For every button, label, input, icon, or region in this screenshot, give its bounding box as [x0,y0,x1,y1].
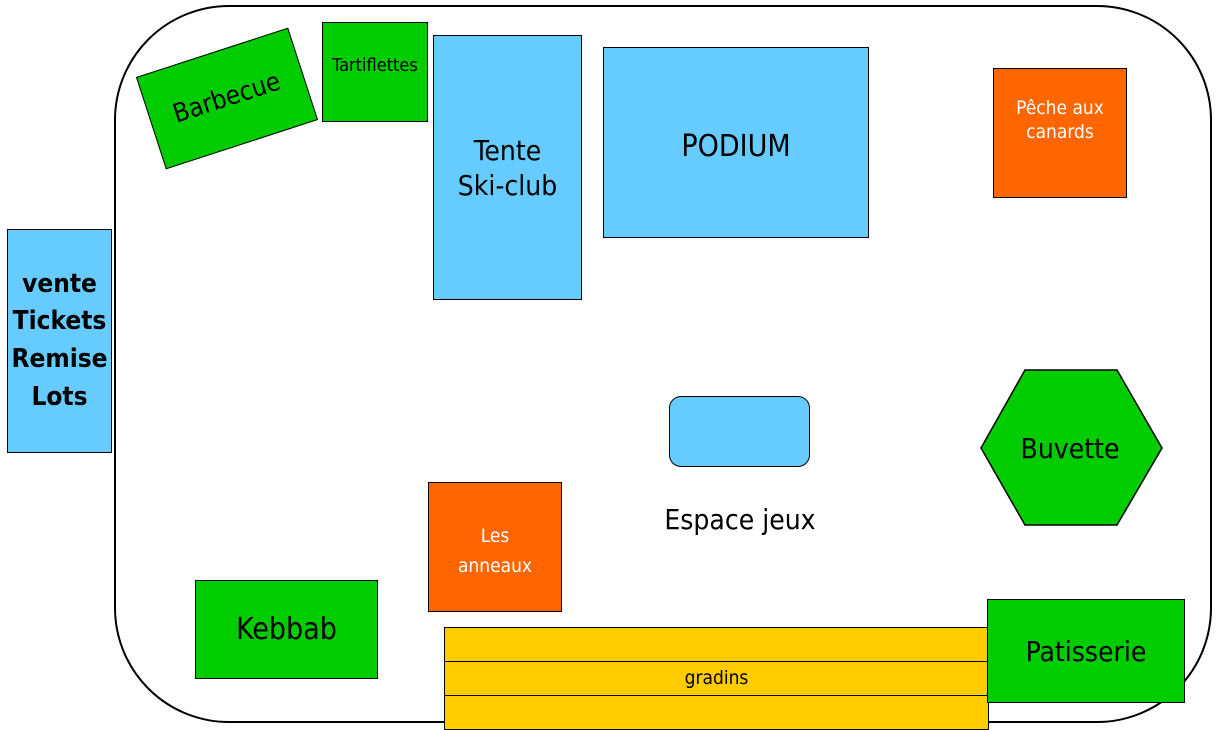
espace-jeux-label: Espace jeux [664,503,816,536]
espace-jeux-table [669,396,810,467]
stand-kebbab: Kebbab [195,580,378,679]
stand-peche-aux-canards: Pêche aux canards [993,68,1127,198]
gradins-row-1 [444,627,989,662]
stand-vente-tickets: vente Tickets Remise Lots [7,229,112,453]
stand-buvette-label: Buvette [1020,432,1120,465]
stand-patisserie: Patisserie [987,599,1185,703]
stand-podium: PODIUM [603,47,869,238]
gradins-row-2: gradins [444,661,989,696]
stand-tente-ski-club: Tente Ski-club [433,35,582,300]
gradins-row-3 [444,695,989,730]
stand-les-anneaux: Les anneaux [428,482,562,612]
stand-tartiflettes: Tartiflettes [322,22,428,122]
